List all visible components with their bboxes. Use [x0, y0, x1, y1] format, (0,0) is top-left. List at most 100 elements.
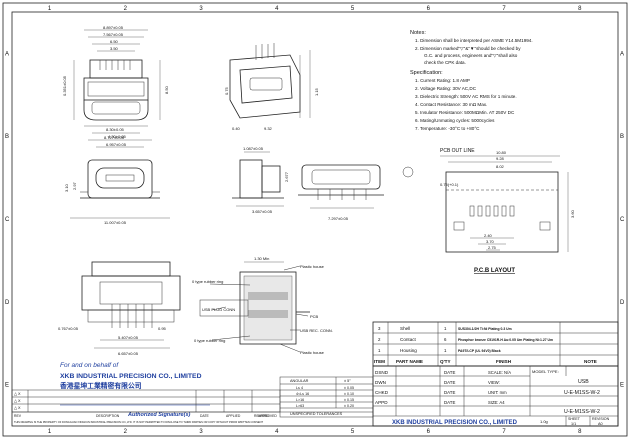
frame-row-mark: A — [620, 51, 624, 57]
spec-1: 1. Current Rating: 1.8 AMP — [415, 78, 470, 83]
sec-label-5: PCB — [310, 314, 319, 319]
note-3: G.C. and process, engineers and"▽"shall … — [424, 53, 518, 58]
sec-label-4: USB PLUG CONN — [202, 307, 235, 312]
pcb-dim-1: 10.80 — [496, 150, 507, 155]
tolerance-block — [279, 376, 374, 418]
frame-col-mark: 6 — [427, 429, 431, 435]
dim-mid-8: 2.677 — [284, 171, 289, 182]
dim-mid-9: 7.297±0.05 — [328, 216, 349, 221]
bom-finish: PA9T/LCP (UL 94V0) Black — [458, 349, 501, 353]
pcb-dim-5: 2.40 — [484, 233, 493, 238]
bom-part-name: Shell — [400, 326, 410, 331]
frame-col-mark: 8 — [578, 429, 582, 435]
frame-row-mark: B — [5, 134, 9, 140]
dim-top-2: 7.567±0.05 — [103, 32, 124, 37]
frame-row-mark: C — [5, 217, 10, 223]
end-view — [298, 164, 414, 209]
dim-mid-2: 6.957±0.05 — [106, 142, 127, 147]
rev-row-1: △ X — [14, 392, 21, 396]
front-view — [70, 139, 170, 219]
bot-dim-2: 5.407±0.05 — [118, 335, 139, 340]
pcb-dim-7: 2.75 — [488, 245, 497, 250]
cross-section — [199, 261, 310, 353]
revision-header-cell: DESCRIPTION — [96, 414, 120, 418]
revision-block — [11, 389, 281, 413]
frame-col-mark: 5 — [351, 6, 355, 12]
bom-finish: SUS304-1/2H Ti:Ni Plating 0.3 Um — [458, 327, 512, 331]
sec-label-3: 0 type rubber ring — [192, 279, 223, 284]
tb-date-1: DATE — [444, 370, 455, 375]
dim-mid-7: 3.657±0.05 — [252, 209, 273, 214]
tb-dwn: DWN — [375, 380, 386, 385]
bom-part-name: Housing — [400, 348, 417, 353]
company-name-cn: 香港星坤工業精密有限公司 — [60, 381, 142, 390]
tol-value: ± 0.05 — [344, 386, 354, 390]
dim-mid-1: 8.727±0.05 — [104, 135, 125, 140]
dim-top-1: 8.897±0.05 — [103, 25, 124, 30]
revision-header-cell: APPLIED — [226, 414, 241, 418]
dim-mid-4: 3.10 — [64, 183, 69, 192]
revision-header-cell: REV — [14, 414, 22, 418]
tb-date-3: DATE — [444, 390, 455, 395]
tb-chkd: CHKD — [375, 390, 389, 395]
pcb-dim-4: 0.75(+0.1) — [440, 182, 459, 187]
dim-top-7: 0.351±0.05 — [62, 75, 67, 96]
bot-dim-1: 0.767±0.05 — [58, 326, 79, 331]
frame-col-mark: 8 — [578, 6, 582, 12]
frame-col-mark: 7 — [502, 429, 506, 435]
sec-label-2: Plastic house — [300, 264, 325, 269]
pcb-dim-6: 3.70 — [486, 239, 495, 244]
sec-label-8: Plastic house — [300, 350, 325, 355]
tb-dsnd: DSND — [375, 370, 389, 375]
bom-h-note: NOTE — [584, 359, 597, 364]
bom-h-finish: FINISH — [496, 359, 512, 364]
pcb-dim-2: 9.28 — [496, 156, 505, 161]
company-name: XKB INDUSTRIAL PRECISION CO., LIMITED — [60, 373, 202, 380]
top-view — [73, 29, 161, 134]
tb-date-2: DATE — [444, 380, 455, 385]
revision-header-cell: APPROVED — [258, 414, 277, 418]
tol-range: 4<L≤ 16 — [296, 392, 309, 396]
tb-revision-label: REVISION — [592, 417, 610, 421]
pcb-layout-label: P.C.B LAYOUT — [474, 268, 515, 274]
frame-col-mark: 1 — [48, 6, 52, 12]
tol-ang: ± 5° — [344, 379, 351, 383]
spec-2: 2. Voltage Rating: 30V AC,DC — [415, 86, 477, 91]
inner-frame — [11, 11, 619, 427]
sec-label-7: 0 type rubber ring — [194, 338, 225, 343]
dim-top-4: 3.50 — [110, 46, 119, 51]
tol-value: ± 0.20 — [344, 404, 354, 408]
tol-range: L>16 — [296, 398, 304, 402]
bottom-view — [81, 261, 181, 349]
rev-row-2: △ X — [14, 399, 21, 403]
tol-value: ± 0.10 — [344, 392, 354, 396]
spec-6: 6. Mating/Unmating cycles: 5000cycles — [415, 118, 495, 123]
copyright-text: THIS DRAWING IS THE PROPERTY OF DONGGUAN… — [14, 420, 264, 424]
frame-col-mark: 2 — [124, 429, 128, 435]
note-4: check the CPK data. — [424, 60, 466, 65]
dim-mid-6: 1.087±0.05 — [243, 146, 264, 151]
for-behalf-text: For and on behalf of — [60, 362, 119, 369]
tb-unit: UNIT: mm — [488, 390, 507, 395]
tb-rev: A0 — [598, 422, 603, 426]
dim-top-9: 0.75 — [224, 86, 229, 95]
bom-finish: Phosphor bronze C5191R-H Au:0.05 Um Plat… — [458, 338, 553, 342]
dim-top-11: 0.40 — [232, 126, 241, 131]
bom-item-no: 3 — [378, 326, 381, 331]
spec-4: 4. Contact Resistance: 30 mΩ Max. — [415, 102, 487, 107]
spec-title: Specification: — [410, 70, 443, 76]
authorized-signature: Authorized Signature(s) — [127, 412, 191, 418]
notes-title: Notes: — [410, 30, 426, 36]
tol-header: ANGULAR — [290, 379, 309, 383]
tb-dwg-no: U-E-M1SS-W-2 — [564, 409, 600, 415]
frame-row-mark: B — [620, 134, 624, 140]
frame-col-mark: 7 — [502, 6, 506, 12]
dim-top-6: 4.30±0.05 — [108, 134, 127, 139]
pcb-title: PCB OUT LINE — [440, 148, 475, 154]
dim-top-5: 8.30±0.05 — [106, 127, 125, 132]
tb-appd: APPD — [375, 400, 388, 405]
note-1: 1. Dimension shall be interpreted per AS… — [415, 38, 533, 43]
